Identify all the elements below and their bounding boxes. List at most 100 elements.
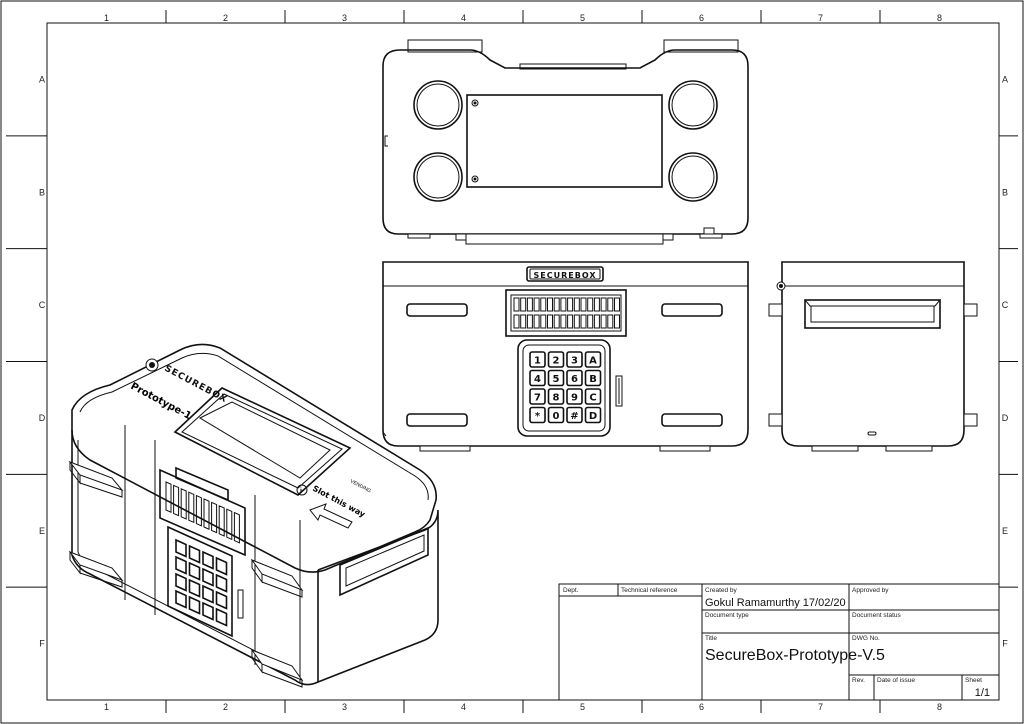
lcd-cell: [593, 314, 600, 329]
front-keypad-key: [584, 351, 602, 368]
front-keypad-key: [529, 351, 546, 368]
grid-row-label-left: D: [39, 413, 46, 423]
top-view-foot-bl-inner: [416, 155, 460, 199]
lcd-cell: [553, 297, 560, 312]
iso-keypad-key: [188, 578, 201, 598]
tb-created-by-label: Created by: [705, 587, 738, 594]
grid-col-label-bottom: 8: [937, 702, 942, 712]
iso-brand-badge: [175, 466, 229, 502]
front-keypad-key-label: 2: [553, 356, 560, 367]
iso-keypad-key: [175, 589, 187, 609]
front-keypad-key-label: C: [589, 393, 596, 404]
front-keypad-key: [529, 388, 546, 405]
iso-brand-text: SECUREBOX: [163, 364, 229, 406]
front-view-handle-tl: [406, 303, 468, 317]
grid-col-label-top: 8: [937, 13, 942, 23]
front-keypad-key-label: #: [570, 411, 578, 422]
iso-keypad-key: [215, 556, 228, 576]
grid-col-label-bottom: 6: [699, 702, 704, 712]
lcd-cell: [560, 297, 567, 312]
lcd-cell: [593, 297, 600, 312]
front-keypad-key-label: D: [589, 411, 597, 422]
top-view-foot-tl: [413, 80, 463, 130]
tb-title-value: SecureBox-Prototype-V.5: [705, 647, 885, 664]
iso-prototype-label: Prototype-1: [129, 381, 193, 422]
iso-keypad-key: [202, 550, 214, 570]
grid-row-label-left: C: [39, 300, 46, 310]
iso-top-face: [71, 343, 437, 573]
grid-col-label-top: 2: [223, 13, 228, 23]
iso-keypad-key: [175, 555, 187, 575]
lcd-cell: [573, 314, 580, 329]
iso-keypad-frame: [167, 525, 233, 638]
grid-col-label-top: 7: [818, 13, 823, 23]
lcd-cell: [567, 314, 574, 329]
lcd-cell: [600, 314, 607, 329]
iso-keypad-key: [215, 590, 228, 610]
top-view-tab-left: [407, 39, 483, 53]
lcd-cell: [526, 297, 533, 312]
front-keypad-key-label: 8: [553, 393, 560, 404]
top-view-panel: [466, 94, 663, 188]
lcd-cell: [526, 314, 533, 329]
grid-col-label-bottom: 7: [818, 702, 823, 712]
side-view-indicator: [867, 431, 877, 436]
lcd-cell: [600, 297, 607, 312]
iso-keypad-key: [202, 584, 214, 604]
side-view-tab-tr: [963, 303, 978, 317]
iso-lcd-cell: [195, 494, 202, 527]
top-view: [382, 39, 749, 245]
front-keypad-key: [566, 351, 583, 368]
iso-handle-br: [250, 648, 304, 682]
top-view-foot-bl: [413, 152, 463, 202]
tb-rev-label: Rev.: [852, 677, 865, 684]
iso-lcd-cell: [188, 491, 195, 524]
lcd-cell: [607, 297, 614, 312]
grid-col-label-bottom: 5: [580, 702, 585, 712]
top-view-top-strip: [519, 63, 627, 70]
grid-col-label-bottom: 3: [342, 702, 347, 712]
grid-row-label-right: B: [1002, 187, 1008, 197]
iso-lcd-cell: [203, 498, 210, 530]
side-view-tab-bl: [768, 413, 783, 427]
grid-col-label-top: 4: [461, 13, 466, 23]
iso-keypad-key: [215, 607, 228, 627]
iso-front-face: [71, 430, 319, 686]
front-keypad-key: [547, 388, 565, 405]
grid-row-label-left: E: [39, 526, 45, 536]
iso-handle-tr: [250, 558, 304, 592]
side-view: [768, 261, 978, 452]
tb-sheet-label: Sheet: [965, 677, 982, 684]
lcd-cell: [540, 297, 547, 312]
front-keypad-key-label: 4: [534, 374, 541, 385]
top-view-body-outline: [382, 49, 749, 235]
lcd-cell: [513, 297, 520, 312]
top-view-tab-right: [663, 39, 739, 53]
front-keypad-key-label: 7: [534, 393, 541, 404]
lcd-cell: [573, 297, 580, 312]
top-view-foot-tr-inner: [671, 83, 715, 127]
front-keypad-key-label: B: [589, 374, 597, 385]
front-keypad-key: [584, 388, 602, 405]
front-keypad-key: [584, 406, 602, 424]
grid-col-label-bottom: 1: [104, 702, 109, 712]
front-view-handle-bl: [406, 413, 468, 427]
tb-doc-type-label: Document type: [705, 612, 749, 619]
lcd-cell: [567, 297, 574, 312]
front-view-brand-text: SECUREBOX: [534, 271, 597, 280]
iso-lcd-cell: [233, 511, 240, 544]
lcd-cell: [547, 297, 553, 312]
svg-text:i: i: [300, 488, 302, 495]
grid-col-label-top: 6: [699, 13, 704, 23]
grid-col-label-top: 1: [104, 13, 109, 23]
front-keypad-key-label: 9: [571, 393, 578, 404]
iso-keypad-key: [215, 573, 228, 593]
iso-keypad-key: [188, 561, 201, 581]
iso-keypad-key: [175, 538, 187, 558]
